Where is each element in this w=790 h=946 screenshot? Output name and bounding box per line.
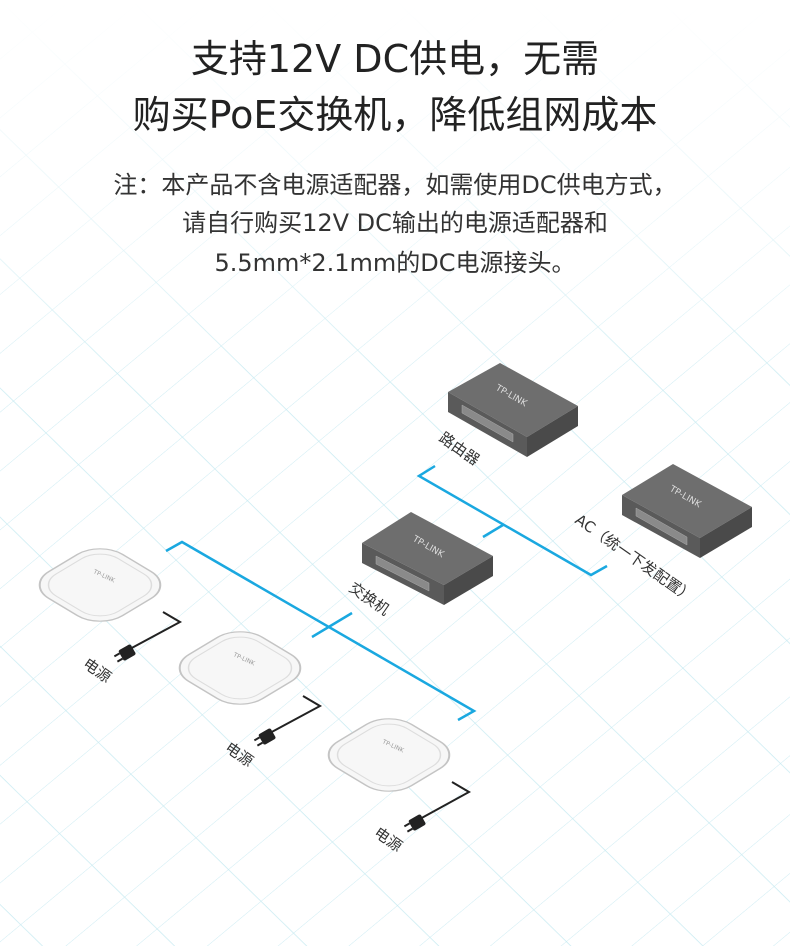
- switch-device: TP-LINK: [362, 512, 493, 605]
- power-cables: [127, 611, 472, 821]
- access-point-2: TP-LINK: [178, 631, 302, 705]
- access-point-3: TP-LINK: [327, 718, 451, 792]
- note-line-2: 请自行购买12V DC输出的电源适配器和: [182, 209, 608, 237]
- router-device: TP-LINK: [448, 363, 578, 457]
- note-line-3: 5.5mm*2.1mm的DC电源接头。: [214, 249, 576, 277]
- network-links: [165, 464, 608, 722]
- plug-icon: [113, 644, 426, 833]
- headline-line-2: 购买PoE交换机，降低组网成本: [132, 93, 658, 137]
- access-point-1: TP-LINK: [38, 548, 162, 622]
- ac-device: TP-LINK: [622, 464, 752, 558]
- note-line-1: 注：本产品不含电源适配器，如需使用DC供电方式，: [113, 171, 677, 199]
- headline-line-1: 支持12V DC供电，无需: [190, 37, 600, 81]
